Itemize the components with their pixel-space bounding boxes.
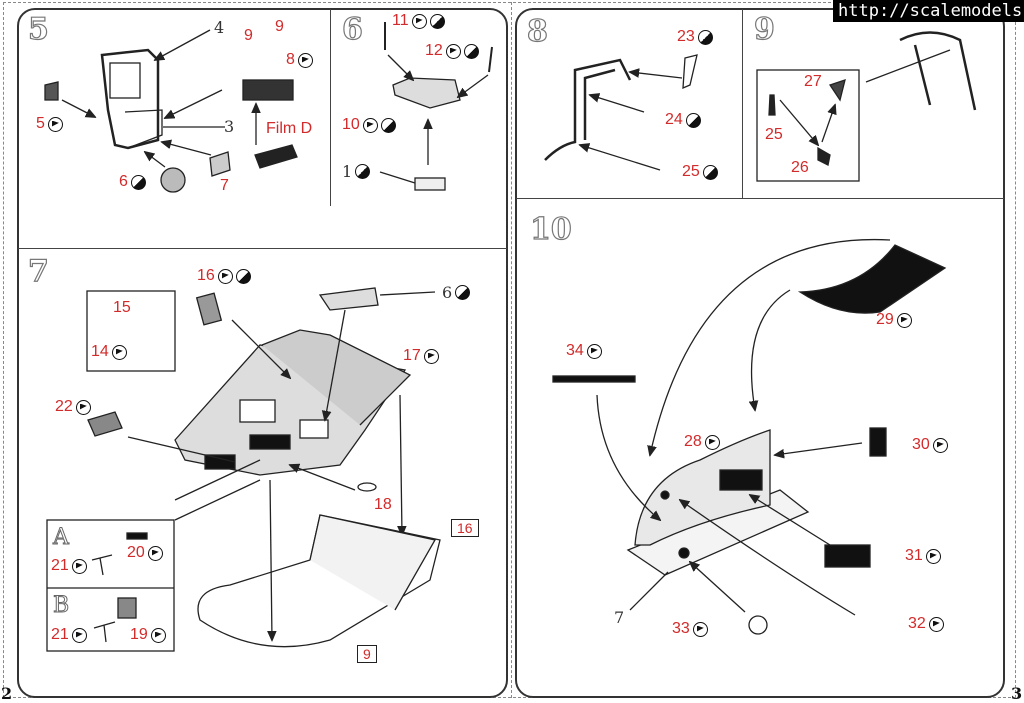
step7-drawing bbox=[46, 287, 441, 652]
part-label: 14 bbox=[91, 343, 127, 361]
step-number: 9 bbox=[753, 11, 775, 47]
film-label: Film D bbox=[266, 120, 313, 137]
part-label: 6 bbox=[442, 283, 471, 302]
photo-etch-icon bbox=[896, 312, 912, 328]
part-label: 30 bbox=[912, 436, 948, 454]
photo-etch-icon bbox=[692, 621, 708, 637]
resin-icon bbox=[685, 112, 701, 128]
part-label: 21 bbox=[51, 557, 87, 575]
step-number: 8 bbox=[526, 13, 548, 49]
part-label: 34 bbox=[566, 342, 602, 360]
part-label: 21 bbox=[51, 626, 87, 644]
part-label: 23 bbox=[677, 28, 713, 46]
part-label: 32 bbox=[908, 615, 944, 633]
left-page-panel bbox=[17, 8, 508, 698]
right-page-panel bbox=[515, 8, 1005, 698]
part-label: 7 bbox=[220, 177, 229, 194]
photo-etch-icon bbox=[586, 343, 602, 359]
part-label: 28 bbox=[684, 433, 720, 451]
photo-etch-icon bbox=[111, 344, 127, 360]
part-label: 18 bbox=[374, 496, 392, 513]
resin-icon bbox=[455, 285, 471, 300]
divider bbox=[18, 248, 507, 249]
part-label: 17 bbox=[403, 347, 439, 365]
part-label: 4 bbox=[214, 18, 225, 37]
resin-icon bbox=[429, 13, 445, 29]
part-label: 9 bbox=[244, 27, 253, 44]
watermark[interactable]: http://scalemodels.ru bbox=[833, 0, 1024, 22]
step5-drawing bbox=[44, 29, 298, 193]
step-number: 10 bbox=[529, 211, 572, 247]
photo-etch-icon bbox=[362, 117, 378, 133]
photo-etch-icon bbox=[75, 399, 91, 415]
part-label: 24 bbox=[665, 111, 701, 129]
part-label: 31 bbox=[905, 547, 941, 565]
step8-drawing bbox=[544, 54, 698, 171]
step10-drawing bbox=[552, 238, 947, 635]
part-label: 22 bbox=[55, 398, 91, 416]
part-label: 5 bbox=[36, 115, 63, 133]
part-label: 10 bbox=[342, 116, 396, 134]
photo-etch-icon bbox=[423, 348, 439, 364]
divider bbox=[742, 9, 743, 198]
step6-drawing bbox=[379, 22, 493, 191]
part-label: 25 bbox=[765, 126, 783, 143]
part-label: 26 bbox=[791, 159, 809, 176]
photo-etch-icon bbox=[297, 52, 313, 68]
part-label: 6 bbox=[119, 173, 146, 191]
resin-icon bbox=[355, 164, 371, 179]
photo-etch-icon bbox=[71, 627, 87, 643]
resin-icon bbox=[235, 268, 251, 284]
photo-etch-icon bbox=[928, 616, 944, 632]
part-label: 8 bbox=[286, 51, 313, 69]
page-number-right: 3 bbox=[1011, 684, 1023, 703]
photo-etch-icon bbox=[71, 558, 87, 574]
resin-icon bbox=[463, 43, 479, 59]
part-label: 9 bbox=[275, 18, 284, 35]
resin-icon bbox=[380, 117, 396, 133]
part-label: 3 bbox=[224, 117, 235, 136]
part-label: 27 bbox=[804, 73, 822, 90]
resin-icon bbox=[702, 164, 718, 180]
step9-drawing bbox=[756, 31, 977, 182]
part-label: 12 bbox=[425, 42, 479, 60]
photo-etch-icon bbox=[445, 43, 461, 59]
page-fold bbox=[511, 2, 512, 698]
part-label: 1 bbox=[342, 162, 371, 181]
page-number-left: 2 bbox=[1, 684, 13, 703]
resin-icon bbox=[130, 174, 146, 190]
part-label: 25 bbox=[682, 163, 718, 181]
photo-etch-icon bbox=[217, 268, 233, 284]
part-label: 19 bbox=[130, 626, 166, 644]
variant-label: B bbox=[52, 593, 70, 619]
step-number: 6 bbox=[341, 11, 363, 47]
photo-etch-icon bbox=[925, 548, 941, 564]
step-number: 5 bbox=[27, 11, 49, 47]
reference-box: 16 bbox=[451, 519, 479, 537]
photo-etch-icon bbox=[147, 545, 163, 561]
part-label: 29 bbox=[876, 311, 912, 329]
part-label: 16 bbox=[197, 267, 251, 285]
part-label: 11 bbox=[392, 12, 445, 30]
photo-etch-icon bbox=[47, 116, 63, 132]
step-number: 7 bbox=[27, 253, 49, 289]
divider bbox=[516, 198, 1004, 199]
photo-etch-icon bbox=[932, 437, 948, 453]
divider bbox=[330, 9, 331, 206]
part-label: 15 bbox=[113, 299, 131, 316]
part-label: 7 bbox=[614, 608, 625, 627]
part-label: 20 bbox=[127, 544, 163, 562]
photo-etch-icon bbox=[704, 434, 720, 450]
photo-etch-icon bbox=[411, 13, 427, 29]
photo-etch-icon bbox=[150, 627, 166, 643]
variant-label: A bbox=[53, 525, 70, 551]
page-border bbox=[3, 2, 1016, 698]
resin-icon bbox=[697, 29, 713, 45]
part-label: 33 bbox=[672, 620, 708, 638]
reference-box: 9 bbox=[357, 645, 377, 663]
